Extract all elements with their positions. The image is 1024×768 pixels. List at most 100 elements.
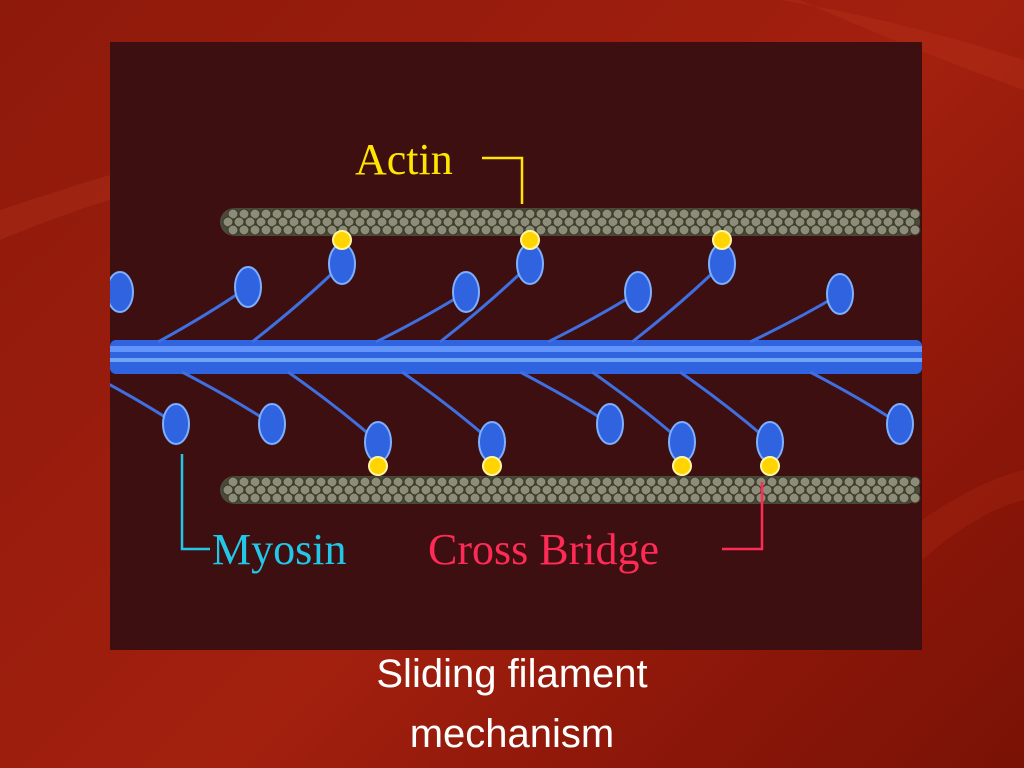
actin-bead (288, 216, 300, 228)
actin-bead (909, 492, 921, 504)
actin-bead (420, 216, 432, 228)
myosin-leader-line (180, 454, 210, 551)
actin-bead (222, 216, 234, 228)
actin-bead (304, 492, 316, 504)
actin-bead (447, 476, 459, 488)
actin-bead (838, 484, 850, 496)
actin-bead (392, 224, 404, 236)
actin-bead (788, 476, 800, 488)
actin-bead (414, 476, 426, 488)
actin-bead (904, 484, 916, 496)
actin-bead (634, 492, 646, 504)
actin-bead (810, 208, 822, 220)
actin-bead (343, 216, 355, 228)
actin-bead (530, 216, 542, 228)
actin-bead (651, 484, 663, 496)
actin-bead (810, 224, 822, 236)
actin-bead (409, 216, 421, 228)
actin-bead (700, 208, 712, 220)
actin-bead (854, 208, 866, 220)
actin-bead (497, 216, 509, 228)
actin-bead (882, 484, 894, 496)
actin-bead (838, 216, 850, 228)
actin-bead (348, 476, 360, 488)
actin-bead (513, 224, 525, 236)
actin-bead (887, 208, 899, 220)
actin-bead (480, 492, 492, 504)
actin-bead (832, 492, 844, 504)
actin-bead (546, 208, 558, 220)
actin-bead (744, 476, 756, 488)
actin-bead (607, 484, 619, 496)
myosin-head (110, 383, 190, 445)
actin-bead (898, 476, 910, 488)
actin-bead (849, 484, 861, 496)
actin-bead (568, 208, 580, 220)
actin-bead (805, 484, 817, 496)
actin-bead (403, 476, 415, 488)
actin-bead (370, 476, 382, 488)
actin-bead (354, 484, 366, 496)
actin-bead (326, 476, 338, 488)
actin-bead (612, 476, 624, 488)
actin-bead (524, 492, 536, 504)
actin-bead (546, 492, 558, 504)
actin-bead (810, 476, 822, 488)
actin-bead (238, 492, 250, 504)
binding-site (672, 456, 692, 476)
actin-bead (794, 216, 806, 228)
actin-bead (711, 492, 723, 504)
actin-bead (502, 476, 514, 488)
actin-bead (744, 492, 756, 504)
actin-bead (821, 208, 833, 220)
actin-bead (326, 224, 338, 236)
actin-leader-line (482, 156, 524, 204)
actin-bead (491, 476, 503, 488)
myosin-head (547, 271, 652, 344)
actin-bead (359, 476, 371, 488)
actin-bead (403, 224, 415, 236)
actin-bead (469, 208, 481, 220)
actin-bead (293, 208, 305, 220)
myosin-head (157, 266, 262, 344)
actin-bead (491, 492, 503, 504)
actin-bead (876, 208, 888, 220)
actin-bead (898, 208, 910, 220)
actin-bead (568, 476, 580, 488)
actin-bead (491, 224, 503, 236)
actin-bead (909, 208, 921, 220)
actin-bead (227, 492, 239, 504)
actin-bead (612, 224, 624, 236)
actin-bead (893, 216, 905, 228)
actin-bead (700, 476, 712, 488)
actin-bead (293, 476, 305, 488)
actin-bead (832, 224, 844, 236)
actin-bead (843, 492, 855, 504)
actin-bead (909, 224, 921, 236)
actin-bead (249, 224, 261, 236)
cross-bridge (439, 230, 544, 344)
actin-bead (744, 224, 756, 236)
actin-bead (728, 484, 740, 496)
actin-bead (458, 492, 470, 504)
actin-bead (651, 216, 663, 228)
actin-bead (332, 216, 344, 228)
actin-bead (898, 224, 910, 236)
actin-bead (546, 476, 558, 488)
actin-bead (843, 224, 855, 236)
actin-bead (475, 484, 487, 496)
actin-bead (530, 484, 542, 496)
actin-bead (425, 208, 437, 220)
actin-bead (546, 224, 558, 236)
actin-bead (590, 208, 602, 220)
actin-bead (689, 224, 701, 236)
actin-bead (634, 476, 646, 488)
actin-bead (442, 216, 454, 228)
actin-bead (777, 476, 789, 488)
actin-bead (541, 484, 553, 496)
actin-bead (854, 224, 866, 236)
actin-bead (766, 476, 778, 488)
actin-bead (326, 492, 338, 504)
myosin-head (110, 271, 134, 313)
